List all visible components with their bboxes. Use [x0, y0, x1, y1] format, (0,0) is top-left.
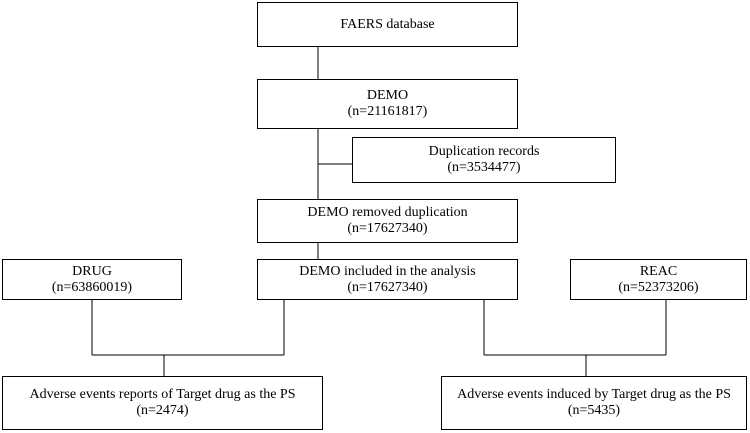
- reac-count: (n=52373206): [618, 279, 699, 295]
- ae-reports-title: Adverse events reports of Target drug as…: [29, 387, 296, 402]
- demo-removed-duplication-count: (n=17627340): [347, 221, 428, 236]
- drug-box: DRUG (n=63860019): [2, 259, 182, 300]
- demo-box: DEMO (n=21161817): [257, 79, 518, 129]
- duplication-records-count: (n=3534477): [447, 160, 521, 175]
- duplication-records-box: Duplication records (n=3534477): [352, 137, 616, 183]
- demo-count: (n=21161817): [347, 104, 428, 119]
- demo-removed-duplication-title: DEMO removed duplication: [307, 205, 468, 220]
- demo-title: DEMO: [366, 88, 409, 103]
- ae-reports-count: (n=2474): [136, 403, 189, 418]
- ae-induced-count: (n=5435): [567, 403, 621, 418]
- ae-induced-box: Adverse events induced by Target drug as…: [441, 376, 747, 430]
- duplication-records-title: Duplication records: [428, 144, 540, 159]
- drug-title: DRUG: [72, 263, 112, 279]
- reac-box: REAC (n=52373206): [570, 259, 747, 300]
- ae-induced-title: Adverse events induced by Target drug as…: [457, 387, 731, 402]
- demo-included-count: (n=17627340): [347, 279, 428, 295]
- demo-included-title: DEMO included in the analysis: [299, 263, 476, 279]
- reac-title: REAC: [639, 263, 678, 279]
- ae-reports-box: Adverse events reports of Target drug as…: [2, 376, 323, 430]
- demo-removed-duplication-box: DEMO removed duplication (n=17627340): [257, 199, 518, 243]
- demo-included-box: DEMO included in the analysis (n=1762734…: [257, 259, 518, 300]
- drug-count: (n=63860019): [51, 279, 133, 295]
- faers-database-box: FAERS database: [257, 2, 518, 47]
- faers-database-title: FAERS database: [340, 16, 435, 32]
